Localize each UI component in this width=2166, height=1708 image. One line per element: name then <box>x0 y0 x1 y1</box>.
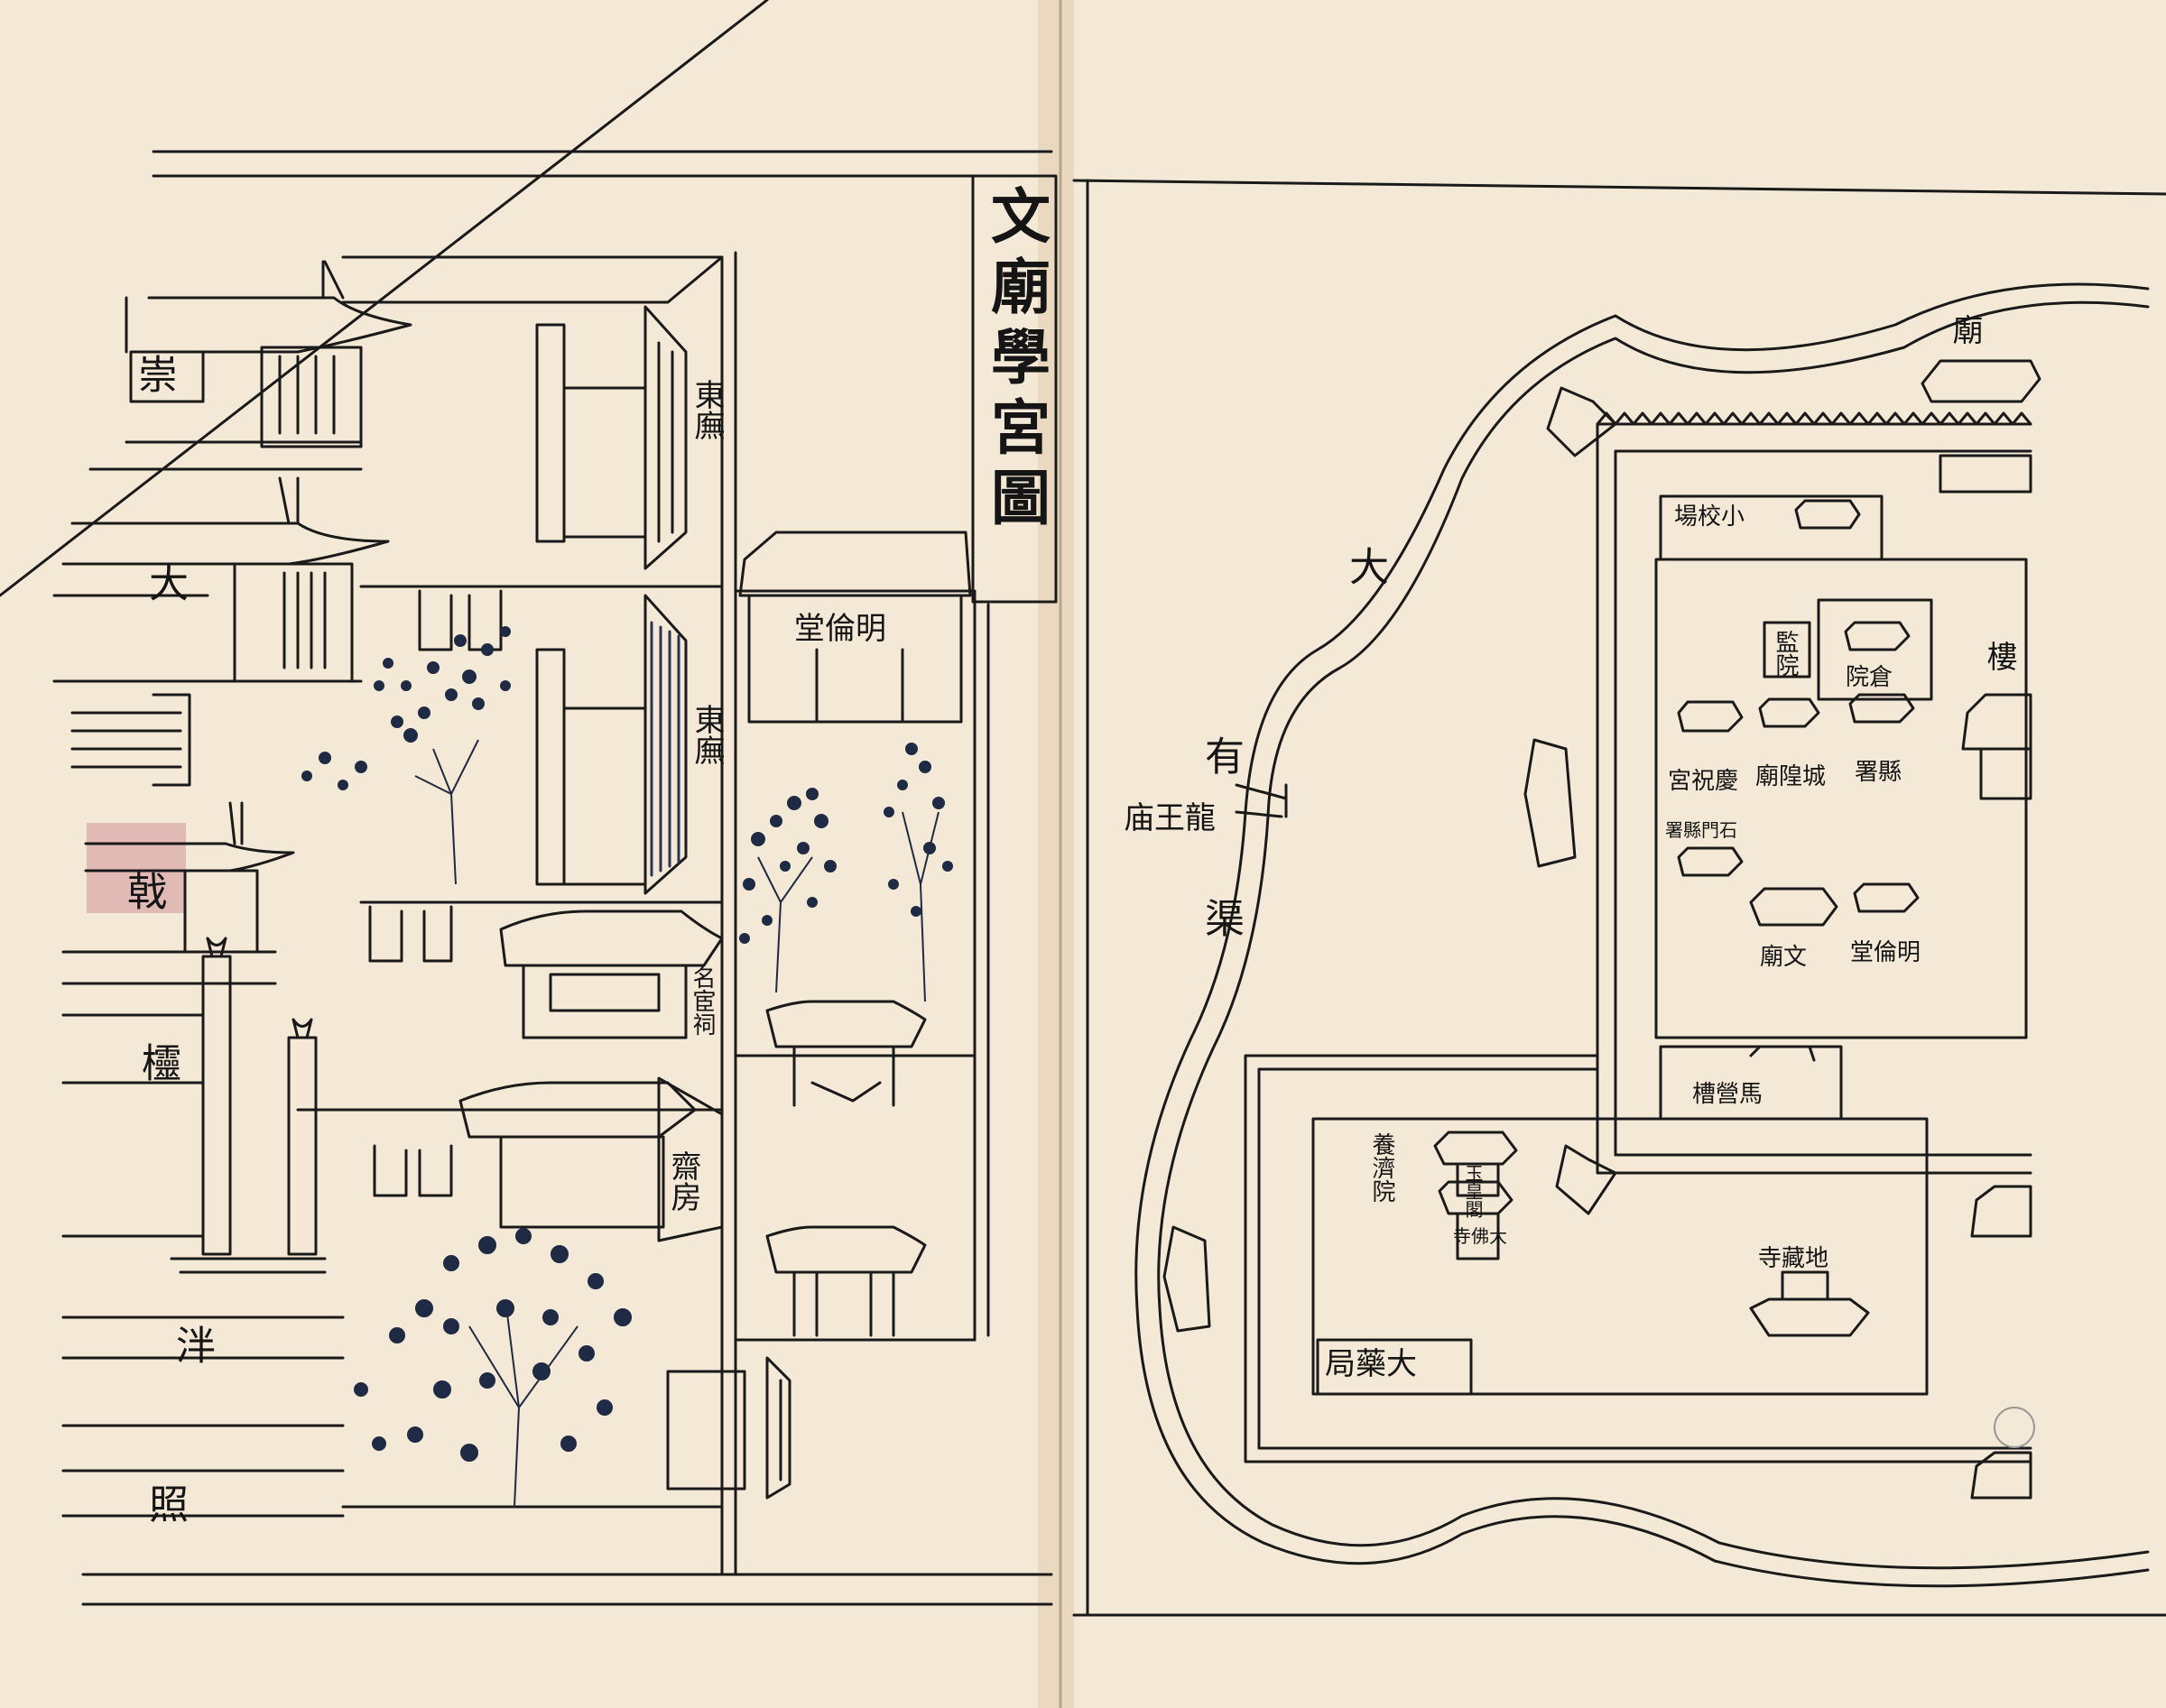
side-label-chong: 崇 <box>131 354 177 393</box>
canal-char-you: 有 <box>1198 735 1244 775</box>
lou-label: 樓 <box>1981 641 2017 671</box>
city-wall-south <box>1244 1054 2032 1463</box>
side-label-pan: 泮 <box>169 1325 215 1364</box>
left-page-frame <box>81 150 1058 1606</box>
side-label-ling: 欞 <box>134 1042 180 1082</box>
xianshu-label: 縣署 <box>1855 759 1902 786</box>
side-label-ji: 戟 <box>120 871 166 910</box>
bridge-longwang <box>1235 783 1288 818</box>
dafo-label: 大佛寺 <box>1453 1225 1507 1247</box>
right-page-frame <box>1072 179 2166 1617</box>
building-dacheng-gate <box>52 476 390 787</box>
shrine-minghuan <box>499 909 724 1039</box>
seal-trace <box>1994 1407 2035 1448</box>
east-wing-2 <box>535 594 688 895</box>
trees-left-page <box>301 626 953 1508</box>
side-label-zhao: 照 <box>142 1483 188 1523</box>
zhaifang-label: 齋房 <box>665 1150 701 1212</box>
buildings-right <box>1162 359 2041 1500</box>
miao-label: 廟 <box>1947 314 1983 345</box>
minghuan-shrine-label: 名宦祠 <box>689 965 716 1036</box>
longwang-temple-label: 龍王庙 <box>1124 800 1216 836</box>
dayao-label: 大藥局 <box>1325 1346 1417 1382</box>
cangyuan-label: 倉院 <box>1846 664 1893 691</box>
tree-minglun-right <box>884 743 953 1002</box>
east-wing-label-1: 東廡 <box>689 379 725 440</box>
river-dayou-canal <box>1134 282 2150 1588</box>
yangji-label: 養濟院 <box>1368 1132 1395 1203</box>
canal-char-qu: 渠 <box>1198 898 1244 937</box>
minglun-hall-label: 明倫堂 <box>794 611 886 647</box>
map-title: 文廟學宮圖 <box>981 185 1051 537</box>
xiaojiaochang-label: 小校場 <box>1674 503 1745 531</box>
pavilion-lower <box>765 1225 927 1337</box>
pavilion-upper <box>765 1000 927 1107</box>
chenghuang-label: 城隍廟 <box>1755 763 1827 790</box>
east-wing-1 <box>535 305 688 570</box>
shimen-yamen-label: 石門縣署 <box>1665 819 1737 841</box>
jianyuan-label: 監院 <box>1772 630 1799 677</box>
side-gate-bottom <box>666 1356 791 1500</box>
yuhuang-label: 玉皇閣 <box>1462 1164 1484 1218</box>
minglun-compound <box>0 0 990 1342</box>
canal-char-da: 大 <box>1342 546 1388 586</box>
tree-minglun-left <box>739 788 837 993</box>
wenmiao-label: 文廟 <box>1760 944 1808 971</box>
side-label-da: 大 <box>142 562 188 602</box>
building-zhaifang <box>458 1076 724 1242</box>
east-wing-label-2: 東廡 <box>689 704 725 765</box>
mazhao-label: 馬營槽 <box>1692 1081 1763 1108</box>
qingzhu-label: 慶祝宮 <box>1668 768 1739 795</box>
minglun-right-label: 明倫堂 <box>1850 939 1921 966</box>
seal-stain <box>87 823 186 913</box>
gateway-left-1 <box>368 589 503 1197</box>
tree-courtyard <box>301 626 511 885</box>
tree-large-bottom <box>354 1228 632 1508</box>
dizang-label: 地藏寺 <box>1758 1245 1829 1272</box>
